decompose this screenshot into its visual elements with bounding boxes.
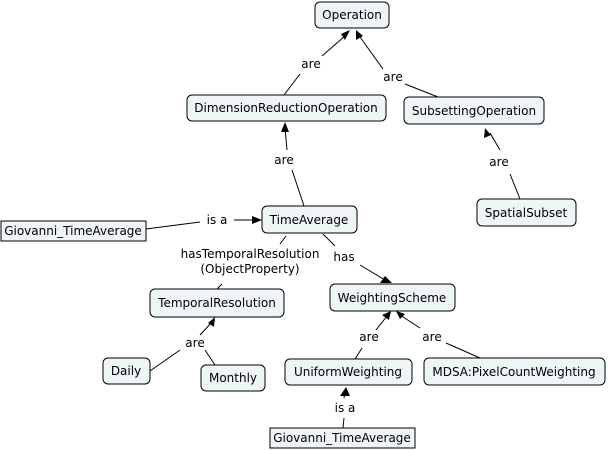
node-weighting-scheme-label: WeightingScheme <box>338 291 447 305</box>
edge-label-dimred-are: are <box>301 57 320 71</box>
arrow-head <box>252 216 262 224</box>
arrow-head <box>208 317 215 327</box>
edge-uniform-are-a <box>354 347 363 360</box>
node-monthly[interactable]: Monthly <box>200 364 266 392</box>
node-uniform-weighting[interactable]: UniformWeighting <box>284 358 413 386</box>
arrow-head <box>484 128 491 138</box>
node-operation-label: Operation <box>322 8 382 22</box>
edge-timeavg-temporal-b <box>216 283 223 290</box>
edge-pixel-are-b <box>399 314 421 329</box>
node-giovanni-bottom-label: Giovanni_TimeAverage <box>273 431 411 445</box>
edge-timeavg-temporal-a <box>279 235 287 245</box>
node-temporal-resolution-label: TemporalResolution <box>157 296 276 310</box>
node-giovanni-time-average-instance-top[interactable]: Giovanni_TimeAverage <box>0 220 147 242</box>
node-spatial-subset-label: SpatialSubset <box>485 206 568 220</box>
edge-label-temporal-line2: (ObjectProperty) <box>200 262 299 276</box>
node-time-average-label: TimeAverage <box>269 213 349 227</box>
edge-label-has: has <box>333 250 354 264</box>
edge-spatial-to-subsetting-a <box>509 173 521 200</box>
edge-label-temporal-line1: hasTemporalResolution <box>181 247 320 261</box>
edge-label-uniform-are: are <box>359 330 378 344</box>
arrow-heads <box>208 30 491 396</box>
edge-daily-are-a <box>149 349 181 372</box>
edge-monthly-are <box>204 349 216 366</box>
node-daily[interactable]: Daily <box>102 357 151 385</box>
edge-pixel-are-a <box>445 342 481 359</box>
node-weighting-scheme[interactable]: WeightingScheme <box>329 283 456 312</box>
edge-dimred-to-operation-b <box>321 35 346 57</box>
node-monthly-label: Monthly <box>209 371 257 385</box>
node-pixel-count-weighting-label: MDSA:PixelCountWeighting <box>432 365 595 379</box>
arrow-head <box>340 387 350 396</box>
arrow-head <box>396 311 405 319</box>
arrow-head <box>380 276 392 283</box>
edge-giovanni-isa-a <box>145 221 201 230</box>
node-dimension-reduction-label: DimensionReductionOperation <box>194 101 378 115</box>
node-subsetting-operation[interactable]: SubsettingOperation <box>403 96 545 125</box>
edge-timeavg-has-a <box>322 233 336 247</box>
node-spatial-subset[interactable]: SpatialSubset <box>476 198 577 227</box>
node-operation[interactable]: Operation <box>314 1 390 29</box>
node-temporal-resolution[interactable]: TemporalResolution <box>149 288 285 318</box>
node-uniform-weighting-label: UniformWeighting <box>294 365 402 379</box>
arrow-head <box>356 30 363 40</box>
arrow-head <box>382 311 391 320</box>
edge-label-pixel-are: are <box>422 330 441 344</box>
edge-label-isa-top: is a <box>207 213 228 227</box>
edge-label-subsetting-are: are <box>383 70 402 84</box>
node-giovanni-top-label: Giovanni_TimeAverage <box>4 224 142 238</box>
edge-label-spatial-are: are <box>489 155 508 169</box>
node-dimension-reduction-operation[interactable]: DimensionReductionOperation <box>186 94 387 122</box>
edge-label-timeavg-are: are <box>274 153 293 167</box>
edge-dimred-to-operation-a <box>283 73 301 96</box>
edge-subsetting-to-operation-b <box>359 36 384 70</box>
node-daily-label: Daily <box>111 364 141 378</box>
node-subsetting-label: SubsettingOperation <box>412 104 536 118</box>
edge-giovanni-bottom-isa-a <box>342 417 345 429</box>
edge-spatial-to-subsetting-b <box>489 132 501 151</box>
node-giovanni-time-average-instance-bottom[interactable]: Giovanni_TimeAverage <box>269 427 416 449</box>
edge-timeavg-to-dimred-a <box>291 169 305 207</box>
edge-label-isa-bottom: is a <box>335 401 356 415</box>
arrow-head <box>341 30 350 40</box>
edge-uniform-are-b <box>375 315 388 331</box>
arrow-head <box>281 122 289 132</box>
node-pixel-count-weighting[interactable]: MDSA:PixelCountWeighting <box>423 357 606 386</box>
edge-label-daily-monthly-are: are <box>185 336 204 350</box>
edge-timeavg-has-b <box>359 264 386 281</box>
edge-labels: are are are are is a hasTemporalResoluti… <box>181 57 509 415</box>
node-time-average[interactable]: TimeAverage <box>261 205 358 234</box>
edge-subsetting-to-operation-a <box>404 83 439 98</box>
